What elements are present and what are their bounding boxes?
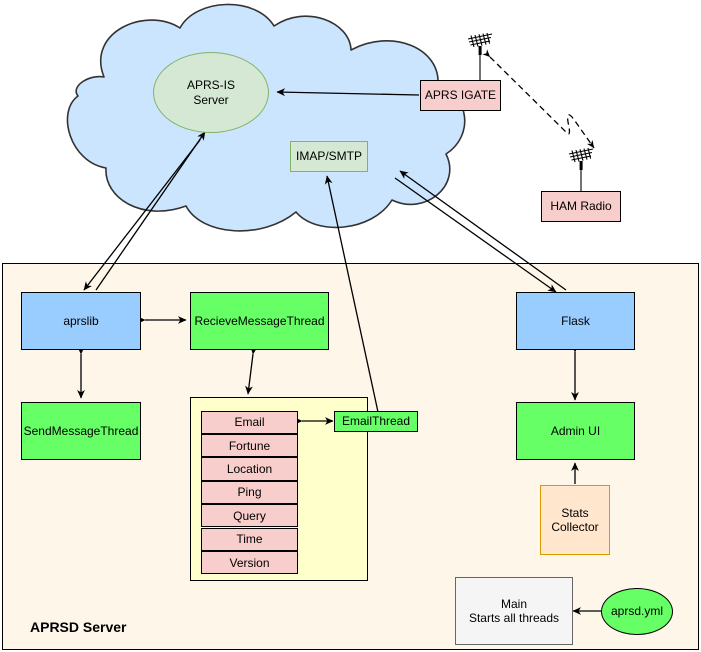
send-message-thread-node[interactable]: SendMessageThread <box>21 402 141 460</box>
aprs-is-server-label-line1: APRS-IS <box>186 78 235 93</box>
stats-collector-label-line1: Stats <box>561 505 589 520</box>
plugin-item-ping[interactable]: Ping <box>201 480 298 505</box>
imap-smtp-node[interactable]: IMAP/SMTP <box>290 141 368 172</box>
edge-igate-to-aprsis <box>276 88 420 97</box>
main-label-line1: Main <box>500 596 527 611</box>
aprs-is-server-node[interactable]: APRS-IS Server <box>153 52 269 133</box>
stats-collector-label-line2: Collector <box>551 520 599 534</box>
aprs-is-server-label-line2: Server <box>193 92 229 107</box>
rf-link-edge <box>482 49 595 149</box>
plugin-item-email[interactable]: Email <box>201 410 298 434</box>
edge-aprsis-to-aprslib <box>83 139 201 291</box>
ham-radio-antenna-icon <box>568 147 594 192</box>
plugin-item-fortune[interactable]: Fortune <box>201 433 298 458</box>
recieve-message-thread-node[interactable]: RecieveMessageThread <box>190 292 329 350</box>
plugin-item-time[interactable]: Time <box>201 527 298 551</box>
flask-node[interactable]: Flask <box>516 292 635 350</box>
edge-flask-to-cloud <box>399 170 567 291</box>
main-node[interactable]: Main Starts all threads <box>455 577 573 645</box>
edge-recieve-plugins <box>245 345 258 395</box>
main-label-line2: Starts all threads <box>468 611 560 625</box>
plugin-item-version[interactable]: Version <box>201 550 298 575</box>
aprsd-server-label: APRSD Server <box>30 619 127 635</box>
stats-collector-node[interactable]: Stats Collector <box>540 485 610 555</box>
igate-antenna-icon <box>467 32 493 80</box>
aprslib-node[interactable]: aprslib <box>21 292 141 350</box>
edge-aprslib-to-aprsis <box>95 131 206 291</box>
aprs-igate-node[interactable]: APRS IGATE <box>420 80 501 111</box>
ham-radio-node[interactable]: HAM Radio <box>541 191 621 222</box>
admin-ui-node[interactable]: Admin UI <box>516 402 635 460</box>
plugin-item-location[interactable]: Location <box>201 457 298 481</box>
internet-cloud-shape <box>66 3 466 232</box>
edge-cloud-to-flask <box>394 177 557 293</box>
plugin-item-query[interactable]: Query <box>201 504 298 528</box>
edge-emailthread-to-imapsmtp <box>324 175 379 413</box>
email-thread-node[interactable]: EmailThread <box>334 411 418 432</box>
aprsd-yml-node[interactable]: aprsd.yml <box>601 588 673 635</box>
